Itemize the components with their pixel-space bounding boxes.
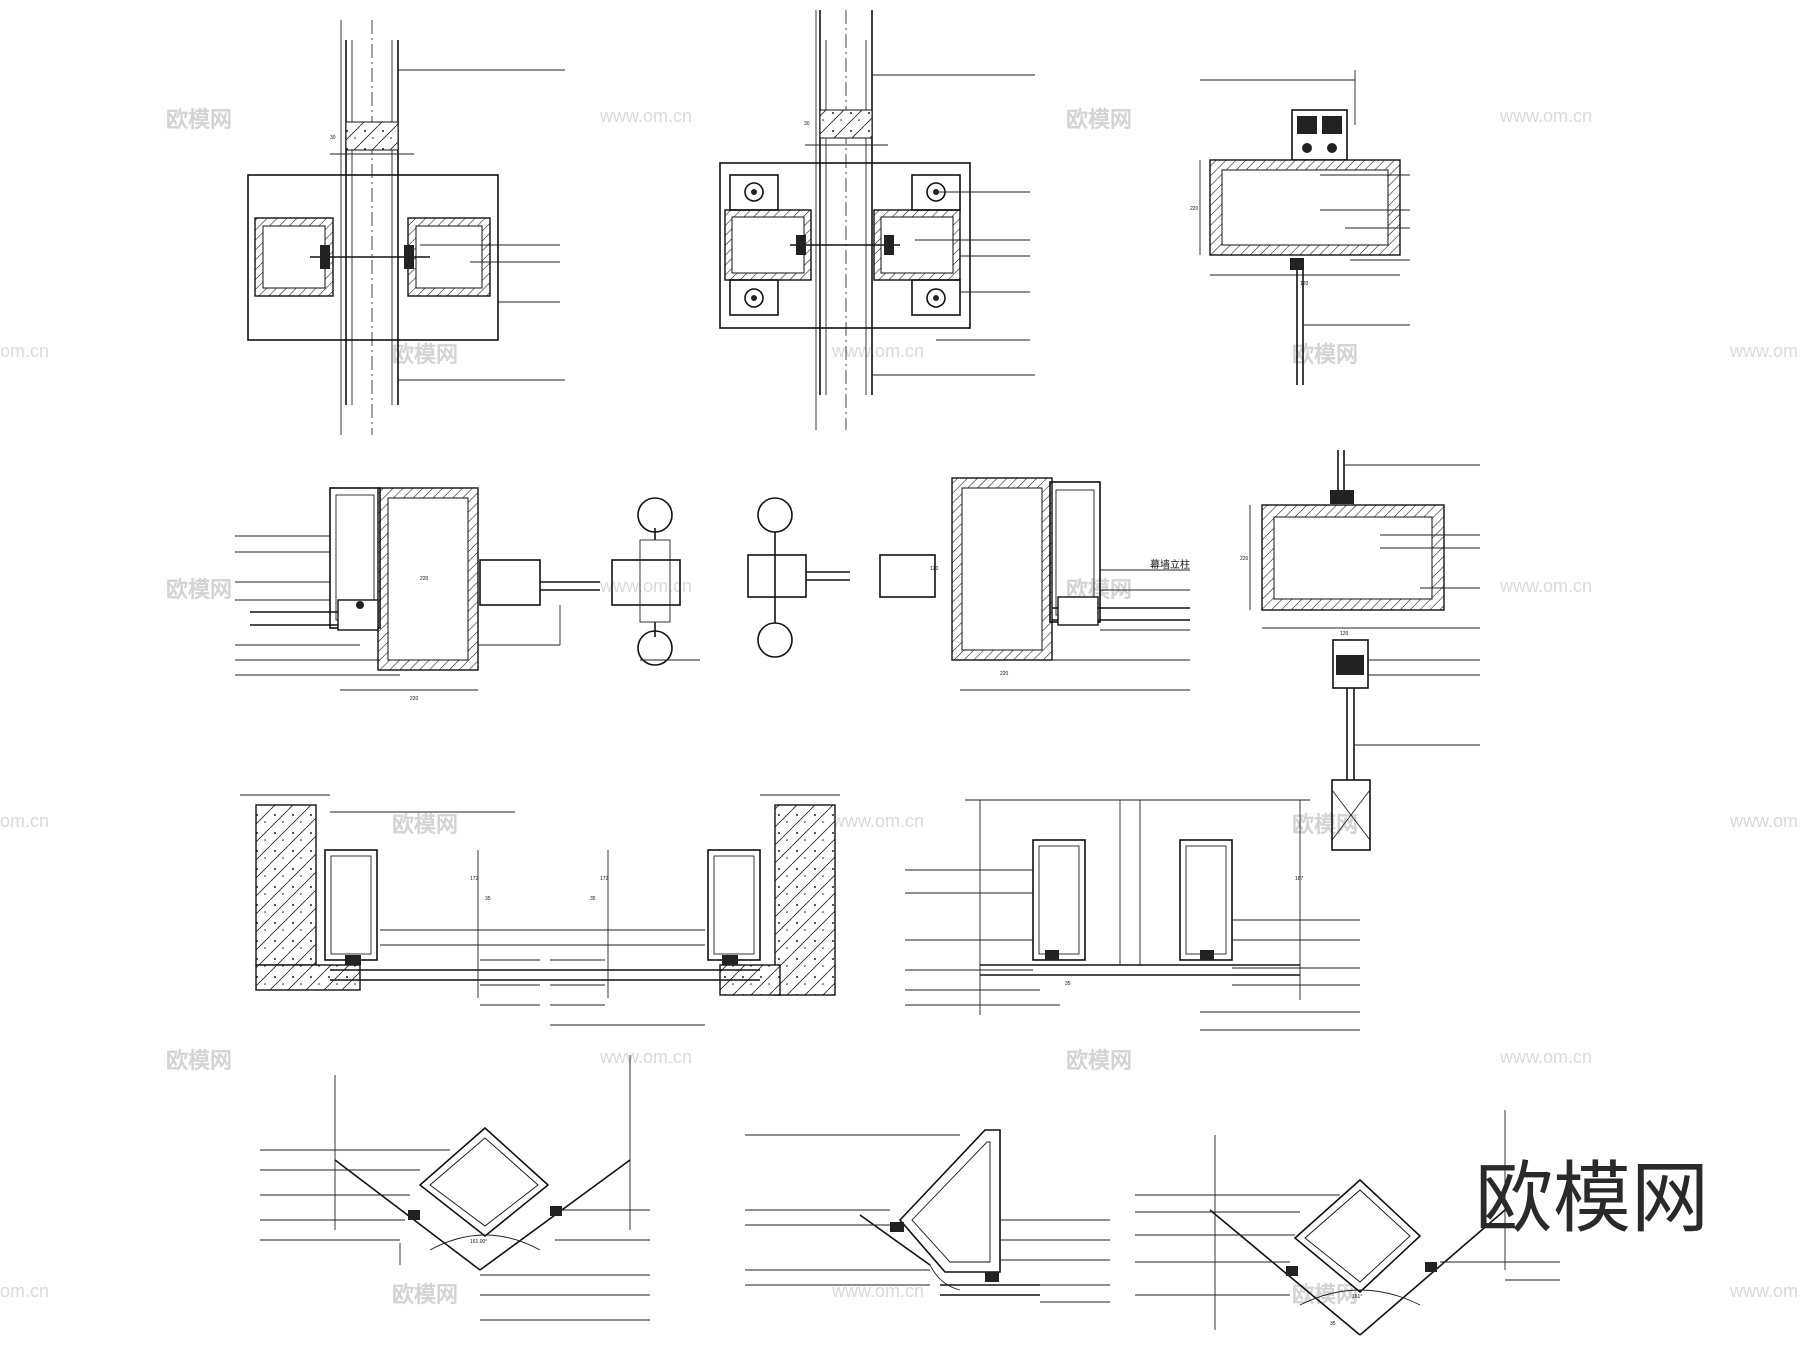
column-note: 幕墙立柱 — [1150, 558, 1190, 571]
watermark-url: www.om.cn — [599, 106, 692, 126]
dimension-label: 35 — [485, 896, 491, 902]
watermark-url: www.om.cn — [1729, 341, 1800, 361]
detail-corner-joint-2 — [745, 1129, 1110, 1303]
detail-wall-jamb-pair: 35 35 172 172 — [240, 794, 840, 1026]
watermark-brand: 欧模网 — [166, 107, 232, 132]
dimension-label: 35 — [590, 896, 596, 902]
detail-transom-section-2: 220 120 — [1240, 450, 1480, 851]
watermark-url: www.om.cn — [1729, 811, 1800, 831]
angle-label: 161° — [1352, 1294, 1362, 1300]
watermark-url: www.om.cn — [1499, 106, 1592, 126]
watermark-url: www.om.cn — [831, 1281, 924, 1301]
watermark-brand: 欧模网 — [1292, 812, 1358, 837]
dimension-label: 35 — [1330, 1321, 1336, 1327]
dimension-label: 187 — [1295, 876, 1304, 882]
dimension-label: 220 — [1190, 206, 1199, 212]
detail-corner-joint-3: 161° 35 — [1135, 1110, 1560, 1336]
dimension-label: 120 — [930, 566, 939, 572]
dimension-label: 172 — [600, 876, 609, 882]
detail-column-connection-1: 30 — [247, 20, 565, 435]
watermark-brand: 欧模网 — [392, 342, 458, 367]
watermark-layer: 欧模网 www.om.cn 欧模网 www.om.cn om.cn 欧模网 ww… — [0, 106, 1800, 1307]
detail-corner-joint-1: 161.00° — [260, 1055, 650, 1321]
angle-label: 161.00° — [470, 1239, 487, 1245]
brand-logo: 欧模网 — [1475, 1154, 1709, 1242]
watermark-url: www.om.cn — [1499, 1047, 1592, 1067]
watermark-brand: 欧模网 — [1066, 107, 1132, 132]
detail-mullion-door-left: 220 220 — [235, 487, 700, 702]
watermark-url: www.om.cn — [1499, 576, 1592, 596]
dimension-label: 120 — [1340, 631, 1349, 637]
watermark-brand: 欧模网 — [1066, 1048, 1132, 1073]
dimension-label: 30 — [804, 121, 810, 127]
detail-mullion-door-right: 幕墙立柱 120 220 — [747, 477, 1190, 691]
dimension-label: 172 — [470, 876, 479, 882]
watermark-brand: 欧模网 — [166, 577, 232, 602]
dimension-label: 220 — [410, 696, 419, 702]
watermark-url: om.cn — [0, 341, 49, 361]
dimension-label: 220 — [1240, 556, 1249, 562]
watermark-url: om.cn — [0, 1281, 49, 1301]
watermark-url: www.om.cn — [1729, 1281, 1800, 1301]
watermark-brand: 欧模网 — [1292, 1282, 1358, 1307]
watermark-brand: 欧模网 — [166, 1048, 232, 1073]
watermark-brand: 欧模网 — [392, 812, 458, 837]
dimension-label: 30 — [330, 135, 336, 141]
watermark-url: www.om.cn — [599, 1047, 692, 1067]
watermark-url: om.cn — [0, 811, 49, 831]
watermark-brand: 欧模网 — [392, 1282, 458, 1307]
detail-transom-section-1: 220 120 — [1190, 70, 1410, 385]
dimension-label: 220 — [420, 576, 429, 582]
dimension-label: 35 — [1065, 981, 1071, 987]
detail-column-connection-2: 30 — [719, 10, 1035, 430]
watermark-url: www.om.cn — [831, 811, 924, 831]
dimension-label: 120 — [1300, 281, 1309, 287]
watermark-url: www.om.cn — [831, 341, 924, 361]
watermark-url: www.om.cn — [599, 576, 692, 596]
dimension-label: 220 — [1000, 671, 1009, 677]
watermark-brand: 欧模网 — [1292, 342, 1358, 367]
detail-floor-mullion-pair: 187 35 — [905, 799, 1360, 1031]
